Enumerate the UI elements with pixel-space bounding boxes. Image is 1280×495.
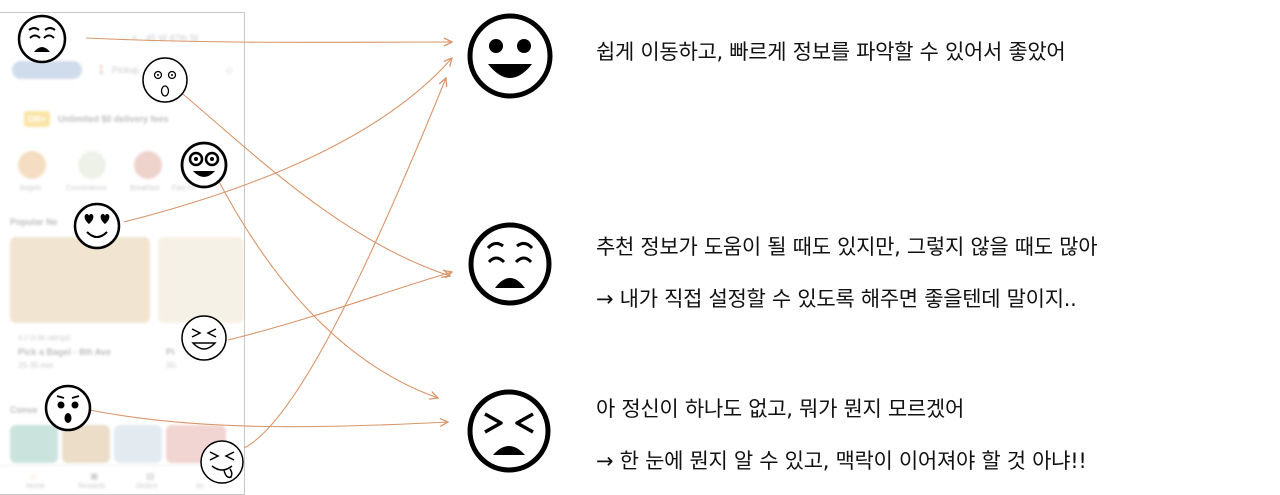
tired-face-icon — [468, 222, 552, 306]
store2-name: Pi — [166, 347, 175, 357]
category-bagels-image — [18, 151, 46, 179]
promo-text: Unlimited $0 delivery fees — [58, 114, 169, 124]
store-eta: 25-35 min — [18, 361, 54, 370]
arrow-weary-to-happy — [85, 38, 452, 42]
arrow-astonished-to-tired — [177, 89, 450, 276]
heart-eyes-face-icon — [73, 202, 121, 250]
pickup-label: Pickup — [112, 65, 140, 75]
nav-label: Orders — [136, 483, 158, 490]
home-icon: ⌂ — [30, 471, 36, 481]
delivery-toggle — [12, 61, 82, 79]
feedback-confused-suggestion: → 한 눈에 뭔지 알 수 있고, 맥락이 이어져야 할 것 아냐!! — [596, 449, 1087, 473]
nav-label: Ac — [196, 483, 205, 490]
category-label: Bagels — [20, 185, 42, 192]
category-label: Fast Fo — [172, 185, 196, 192]
address-pin-icon: ⌖ — [132, 33, 138, 43]
section-popular-title: Popular Ne — [10, 217, 58, 227]
nav-divider — [0, 465, 244, 466]
arrow-surprised-to-confounded — [89, 409, 448, 428]
promo-badge-bg — [24, 111, 50, 127]
feedback-confused-text: 아 정신이 하나도 없고, 뭐가 뭔지 모르겠어 — [596, 397, 964, 421]
promo-badge: DB+ — [28, 114, 47, 124]
astonished-face-icon — [142, 57, 188, 103]
convenience-image-2 — [62, 425, 110, 463]
arrow-tongue-to-happy — [243, 78, 446, 449]
store-rating: 4.2 (3.6k ratings) — [18, 335, 71, 342]
feedback-mixed-text: 추천 정보가 도움이 될 때도 있지만, 그렇지 않을 때도 많아 — [596, 235, 1098, 259]
squinting-laugh-face-icon — [181, 315, 227, 361]
feedback-mixed-suggestion: → 내가 직접 설정할 수 있도록 해주면 좋을텐데 말이지.. — [596, 287, 1077, 311]
category-convenience-image — [78, 151, 106, 179]
arrow-hearteyes-to-happy — [123, 58, 452, 223]
nav-label: Home — [26, 483, 45, 490]
diamond-icon: ◇ — [226, 65, 233, 75]
grinning-googly-eyes-icon — [180, 141, 228, 189]
arrow-laugh-to-tired — [227, 272, 452, 341]
weary-face-icon — [17, 14, 67, 64]
happy-face-icon — [467, 13, 553, 99]
arrow-googly-to-confounded — [215, 175, 438, 398]
store2-image — [158, 237, 244, 323]
category-label: Convenience — [66, 185, 107, 192]
rewards-icon: ▣ — [90, 471, 99, 481]
surprised-face-icon — [44, 384, 92, 432]
app-screenshot-mockup: ⌖ 45 W 47th St 🚶 Pickup ◇ DB+ Unlimited … — [0, 12, 245, 495]
convenience-image-3 — [114, 425, 162, 463]
nav-label: Rewards — [78, 483, 106, 490]
category-label: Breakfast — [130, 185, 160, 192]
section-convenience-title: Conve — [10, 405, 38, 415]
orders-icon: ▤ — [146, 471, 155, 481]
category-breakfast-image — [134, 151, 162, 179]
convenience-image-1 — [10, 425, 58, 463]
pickup-icon: 🚶 — [96, 65, 108, 75]
address-text: 45 W 47th St — [146, 33, 199, 43]
feedback-positive-text: 쉽게 이동하고, 빠르게 정보를 파악할 수 있어서 좋았어 — [596, 40, 1066, 64]
store-image — [10, 237, 150, 323]
store2-eta: 30- — [166, 361, 178, 370]
store-name: Pick a Bagel - 8th Ave — [18, 347, 111, 357]
tongue-out-squint-face-icon — [200, 440, 244, 484]
confounded-face-icon — [467, 389, 551, 473]
